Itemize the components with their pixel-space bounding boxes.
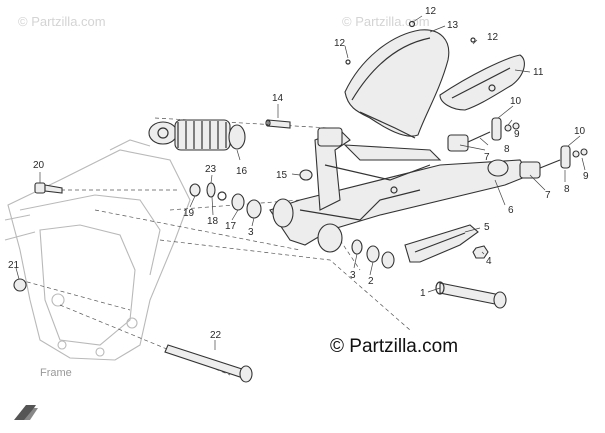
callout-12: 12 xyxy=(334,38,346,49)
callout-6: 6 xyxy=(508,205,514,216)
callout-16: 16 xyxy=(236,166,248,177)
callout-7: 7 xyxy=(484,152,490,163)
nut-4 xyxy=(472,245,489,259)
chain-guard xyxy=(345,37,525,111)
watermark-top-left: © Partzilla.com xyxy=(18,14,106,29)
callouts: 12 13 12 12 11 14 10 9 8 7 10 9 8 7 20 2… xyxy=(8,6,589,341)
callout-7: 7 xyxy=(545,190,551,201)
callout-19: 19 xyxy=(183,208,195,219)
callout-3: 3 xyxy=(248,227,254,238)
watermark-top-right: © Partzilla.com xyxy=(342,14,430,29)
shock-absorber xyxy=(148,119,246,151)
callout-23: 23 xyxy=(205,164,217,175)
callout-10: 10 xyxy=(574,126,586,137)
bolt-20 xyxy=(34,182,63,194)
callout-3: 3 xyxy=(350,270,356,281)
callout-17: 17 xyxy=(225,221,237,232)
pivot-shaft xyxy=(435,281,507,309)
callout-11: 11 xyxy=(533,67,544,78)
callout-10: 10 xyxy=(510,96,522,107)
rear-fender xyxy=(344,20,450,139)
chain-slider xyxy=(404,224,479,263)
callout-8: 8 xyxy=(564,184,570,195)
callout-14: 14 xyxy=(272,93,284,104)
bushing-21 xyxy=(13,278,27,292)
pin-14 xyxy=(265,119,291,129)
long-bolt xyxy=(164,344,253,383)
callout-13: 13 xyxy=(447,20,459,31)
swingarm xyxy=(269,127,531,253)
pivot-bearings-right xyxy=(351,239,395,269)
callout-18: 18 xyxy=(207,216,219,227)
callout-21: 21 xyxy=(8,260,20,271)
callout-9: 9 xyxy=(583,171,589,182)
chain-adjuster-lower xyxy=(519,145,588,179)
leader-lines xyxy=(15,15,586,350)
callout-9: 9 xyxy=(514,129,520,140)
callout-4: 4 xyxy=(486,256,492,267)
callout-12: 12 xyxy=(425,6,437,17)
callout-8: 8 xyxy=(504,144,510,155)
brand-logo-icon xyxy=(14,405,38,420)
callout-20: 20 xyxy=(33,160,45,171)
chain-adjuster-upper xyxy=(447,117,520,152)
callout-2: 2 xyxy=(368,276,374,287)
callout-12: 12 xyxy=(487,32,499,43)
frame-label: Frame xyxy=(40,367,72,379)
frame-ghost xyxy=(4,139,191,361)
callout-5: 5 xyxy=(484,222,490,233)
watermark-center: © Partzilla.com xyxy=(330,336,458,357)
callout-1: 1 xyxy=(420,288,426,299)
callout-22: 22 xyxy=(210,330,222,341)
callout-15: 15 xyxy=(276,170,288,181)
